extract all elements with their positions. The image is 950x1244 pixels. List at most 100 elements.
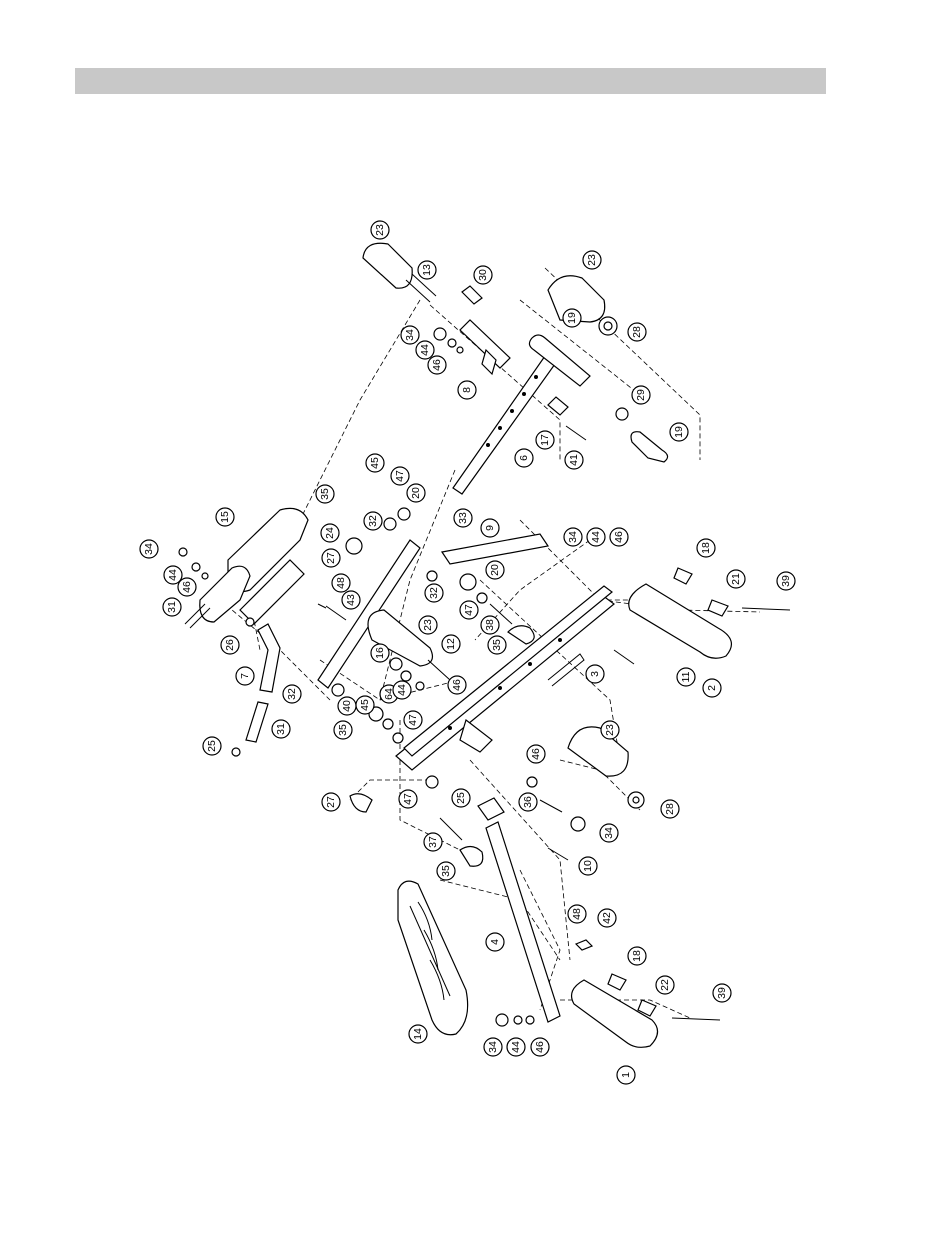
callout-label: 23 — [422, 619, 434, 631]
callout-22: 22 — [656, 976, 674, 994]
callout-47: 47 — [399, 790, 417, 808]
callout-label: 28 — [631, 326, 643, 338]
callout-label: 9 — [484, 525, 496, 531]
callout-39: 39 — [713, 984, 731, 1002]
back-pad-14 — [398, 881, 468, 1035]
callout-label: 42 — [601, 912, 613, 924]
callout-36: 36 — [519, 793, 537, 811]
callout-label: 24 — [324, 527, 336, 539]
callout-45: 45 — [356, 696, 374, 714]
callout-label: 16 — [374, 647, 386, 659]
callout-label: 32 — [367, 515, 379, 527]
callout-11: 11 — [677, 668, 695, 686]
foot-tube-1 — [496, 974, 720, 1047]
callout-label: 32 — [286, 688, 298, 700]
callout-20: 20 — [486, 561, 504, 579]
callout-label: 29 — [635, 389, 647, 401]
callout-34: 34 — [484, 1038, 502, 1056]
callout-label: 46 — [530, 748, 542, 760]
callout-label: 48 — [571, 908, 583, 920]
callout-label: 34 — [603, 827, 615, 839]
callout-label: 10 — [582, 860, 594, 872]
callout-label: 34 — [487, 1041, 499, 1053]
callout-35: 35 — [334, 721, 352, 739]
callout-34: 34 — [140, 540, 158, 558]
callout-26: 26 — [221, 636, 239, 654]
callout-21: 21 — [727, 570, 745, 588]
callout-label: 46 — [534, 1041, 546, 1053]
callout-label: 47 — [394, 470, 406, 482]
callout-34: 34 — [600, 824, 618, 842]
callout-label: 38 — [484, 619, 496, 631]
callout-label: 36 — [522, 796, 534, 808]
callout-label: 23 — [586, 254, 598, 266]
callout-28: 28 — [628, 323, 646, 341]
callout-14: 14 — [409, 1025, 427, 1043]
callout-label: 13 — [421, 264, 433, 276]
callout-label: 20 — [489, 564, 501, 576]
callout-label: 40 — [341, 700, 353, 712]
tube-6 — [453, 335, 590, 494]
callout-45: 45 — [366, 454, 384, 472]
callout-label: 22 — [659, 979, 671, 991]
callout-31: 31 — [163, 598, 181, 616]
callout-10: 10 — [579, 857, 597, 875]
callout-15: 15 — [216, 508, 234, 526]
callout-13: 13 — [418, 261, 436, 279]
callout-19: 19 — [563, 309, 581, 327]
callout-label: 26 — [224, 639, 236, 651]
callout-label: 39 — [716, 987, 728, 999]
callout-46: 46 — [531, 1038, 549, 1056]
callout-32: 32 — [283, 685, 301, 703]
callout-label: 4 — [489, 939, 501, 945]
callout-46: 46 — [428, 356, 446, 374]
callout-label: 41 — [568, 454, 580, 466]
callout-24: 24 — [321, 524, 339, 542]
callout-label: 18 — [700, 542, 712, 554]
callout-label: 11 — [680, 671, 692, 682]
callout-18: 18 — [697, 539, 715, 557]
callout-2: 2 — [703, 679, 721, 697]
callout-44: 44 — [507, 1038, 525, 1056]
callout-label: 34 — [567, 531, 579, 543]
callout-label: 46 — [613, 531, 625, 543]
callout-label: 23 — [374, 224, 386, 236]
callout-label: 47 — [402, 793, 414, 805]
callout-12: 12 — [442, 635, 460, 653]
callout-4: 4 — [486, 933, 504, 951]
callout-23: 23 — [583, 251, 601, 269]
callout-label: 32 — [428, 587, 440, 599]
callout-6: 6 — [515, 449, 533, 467]
roller-lower — [540, 727, 644, 831]
callout-label: 19 — [673, 426, 685, 438]
callout-25: 25 — [203, 737, 221, 755]
callout-label: 30 — [477, 269, 489, 281]
callout-label: 45 — [359, 699, 371, 711]
callout-label: 44 — [167, 569, 179, 581]
callout-7: 7 — [236, 667, 254, 685]
callout-9: 9 — [481, 519, 499, 537]
callout-32: 32 — [364, 512, 382, 530]
callout-29: 29 — [632, 386, 650, 404]
callout-18: 18 — [628, 947, 646, 965]
callout-44: 44 — [587, 528, 605, 546]
callout-label: 25 — [206, 740, 218, 752]
callout-label: 18 — [631, 950, 643, 962]
callout-46: 46 — [527, 745, 545, 763]
callout-1: 1 — [617, 1066, 635, 1084]
callout-39: 39 — [777, 572, 795, 590]
callout-label: 45 — [369, 457, 381, 469]
callout-23: 23 — [601, 721, 619, 739]
callout-34: 34 — [564, 528, 582, 546]
callout-label: 27 — [325, 552, 337, 564]
callout-label: 39 — [780, 575, 792, 587]
callout-33: 33 — [454, 509, 472, 527]
callout-label: 19 — [566, 312, 578, 324]
callout-label: 3 — [589, 671, 601, 677]
callout-43: 43 — [342, 591, 360, 609]
callout-label: 25 — [455, 792, 467, 804]
callout-30: 30 — [474, 266, 492, 284]
callout-label: 35 — [337, 724, 349, 736]
callout-label: 7 — [239, 673, 251, 679]
